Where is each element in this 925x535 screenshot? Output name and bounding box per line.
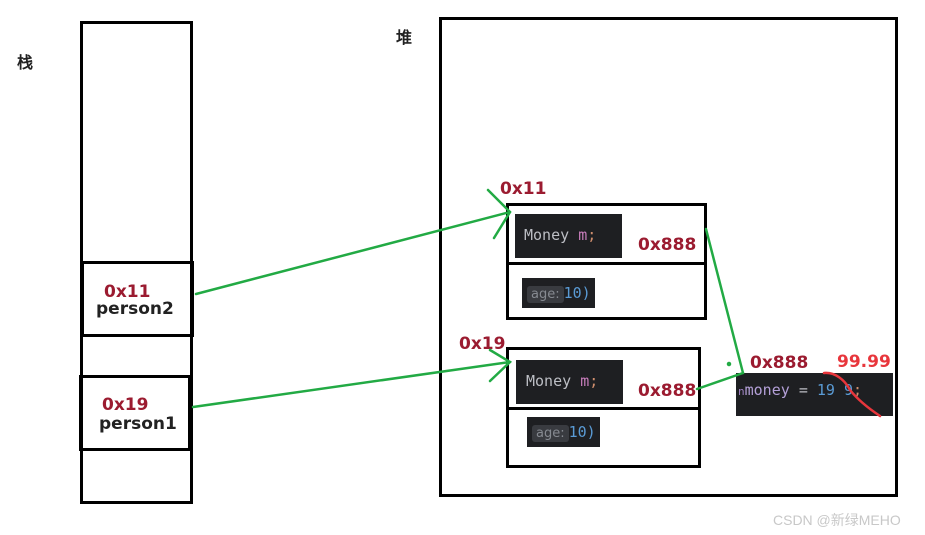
- semicolon: ;: [853, 381, 863, 399]
- param-hint-age: age:: [532, 425, 569, 442]
- age-value: 10): [563, 284, 591, 302]
- heap-object-0x11-age-row: [506, 262, 707, 320]
- code-snippet-money-value: nmoney = 19 9;: [736, 373, 893, 416]
- semicolon: ;: [589, 372, 599, 390]
- stack-label: 栈: [17, 53, 34, 72]
- code-snippet-money-field: Money m;: [516, 360, 623, 404]
- type-name: Money: [526, 372, 572, 390]
- stack-frame-address: 0x19: [102, 395, 149, 415]
- dot-mark: [726, 361, 732, 367]
- field-name: m: [580, 372, 590, 390]
- old-value-tail: 9: [843, 381, 853, 399]
- field-reference-address: 0x888: [638, 381, 697, 401]
- money-variable: money: [744, 381, 790, 399]
- arrowhead-icon: [488, 348, 513, 383]
- strike-mark: [822, 371, 882, 418]
- code-snippet-money-field: Money m;: [515, 214, 622, 258]
- field-reference-address: 0x888: [638, 235, 697, 255]
- stack-frame-variable: person1: [99, 414, 177, 434]
- reference-arrow-money-2: [695, 371, 745, 391]
- money-new-value: 99.99: [837, 352, 891, 372]
- code-snippet-age: age:10): [522, 278, 595, 308]
- code-snippet-age: age:10): [527, 417, 600, 447]
- heap-object-address: 0x11: [500, 179, 547, 199]
- field-name: m: [578, 226, 588, 244]
- heap-object-address: 0x19: [459, 334, 506, 354]
- heap-object-0x19-age-row: [506, 407, 701, 468]
- arrowhead-icon: [486, 188, 512, 240]
- money-object-address: 0x888: [750, 353, 809, 373]
- stack-frame-address: 0x11: [104, 282, 151, 302]
- type-name: Money: [524, 226, 570, 244]
- stack-frame-variable: person2: [96, 299, 174, 319]
- stack-frame-person2: [81, 261, 194, 337]
- semicolon: ;: [587, 226, 597, 244]
- reference-arrow-person2: [194, 210, 512, 296]
- assign-operator: =: [798, 381, 808, 399]
- old-value: 19: [816, 381, 835, 399]
- age-value: 10): [568, 423, 596, 441]
- reference-arrow-money-1: [704, 227, 745, 375]
- param-hint-age: age:: [527, 286, 564, 303]
- heap-region: [439, 17, 898, 497]
- heap-label: 堆: [396, 28, 413, 47]
- reference-arrow-person1: [191, 360, 512, 409]
- stack-frame-person1: [79, 375, 191, 451]
- watermark: CSDN @新绿MEHO: [773, 512, 901, 528]
- code-prefix: n: [738, 385, 745, 398]
